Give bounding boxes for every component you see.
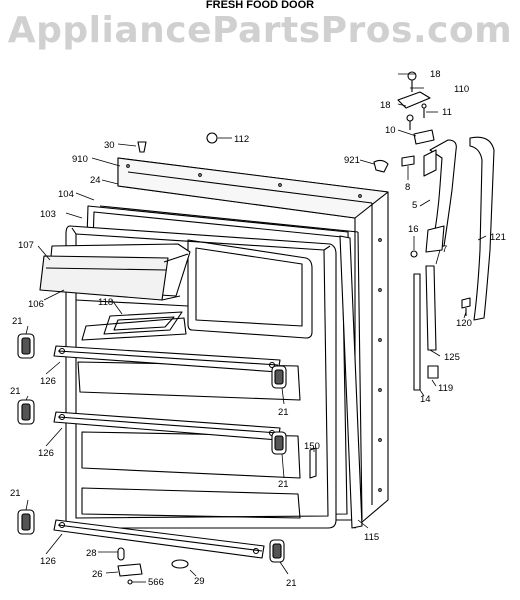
callout-16: 16	[408, 224, 419, 235]
callout-11: 11	[442, 107, 452, 118]
callout-120: 120	[456, 318, 472, 329]
dairy-compartment-door	[39, 243, 191, 301]
door-shelf-bar-top	[53, 345, 281, 373]
callout-21: 21	[10, 386, 21, 397]
callout-21: 21	[278, 407, 289, 418]
shelf-end-caps	[17, 333, 287, 563]
callout-115: 115	[364, 532, 379, 543]
egg-tray	[81, 311, 187, 341]
callout-110: 110	[454, 84, 469, 95]
callout-126: 126	[40, 376, 56, 387]
callout-14: 14	[420, 394, 431, 405]
callout-126: 126	[40, 556, 56, 567]
watermark: AppliancePartsPros.com	[7, 10, 513, 51]
leader-lines	[25, 73, 487, 583]
callout-107: 107	[18, 240, 34, 251]
callout-119: 119	[438, 383, 453, 394]
callout-18: 18	[380, 100, 391, 111]
callout-10: 10	[385, 125, 396, 136]
callout-106: 106	[28, 299, 44, 310]
callout-29: 29	[194, 576, 205, 587]
callout-112: 112	[234, 134, 249, 145]
hinge-assembly	[137, 71, 435, 173]
callout-26: 26	[92, 569, 103, 580]
callout-566: 566	[148, 577, 164, 588]
gasket-strip	[339, 235, 363, 529]
callout-labels: 18 110 18 11 10 112 30 921 910 8 24 104 …	[10, 69, 506, 589]
callout-21: 21	[278, 479, 289, 490]
callout-8: 8	[405, 182, 410, 193]
callout-21: 21	[10, 488, 21, 499]
callout-104: 104	[58, 189, 74, 200]
callout-910: 910	[72, 154, 88, 165]
callout-121: 121	[490, 232, 506, 243]
callout-150: 150	[304, 441, 320, 452]
door-shelf-bar-bottom	[53, 519, 265, 559]
callout-24: 24	[90, 175, 101, 186]
inner-door-liner	[65, 225, 337, 529]
bottom-small-parts	[117, 447, 317, 585]
diagram-title: FRESH FOOD DOOR	[205, 0, 315, 11]
callout-30: 30	[104, 140, 115, 151]
callout-21: 21	[12, 316, 23, 327]
door-handle-assembly	[410, 136, 495, 391]
callout-126: 126	[38, 448, 54, 459]
callout-118: 118	[98, 297, 113, 308]
callout-28: 28	[86, 548, 97, 559]
callout-921: 921	[344, 155, 360, 166]
callout-125: 125	[444, 352, 460, 363]
upper-compartment	[75, 239, 313, 339]
callout-21: 21	[286, 578, 297, 589]
callout-103: 103	[40, 209, 56, 220]
callout-7: 7	[442, 244, 447, 255]
callout-18: 18	[430, 69, 441, 80]
callout-5: 5	[412, 200, 417, 211]
